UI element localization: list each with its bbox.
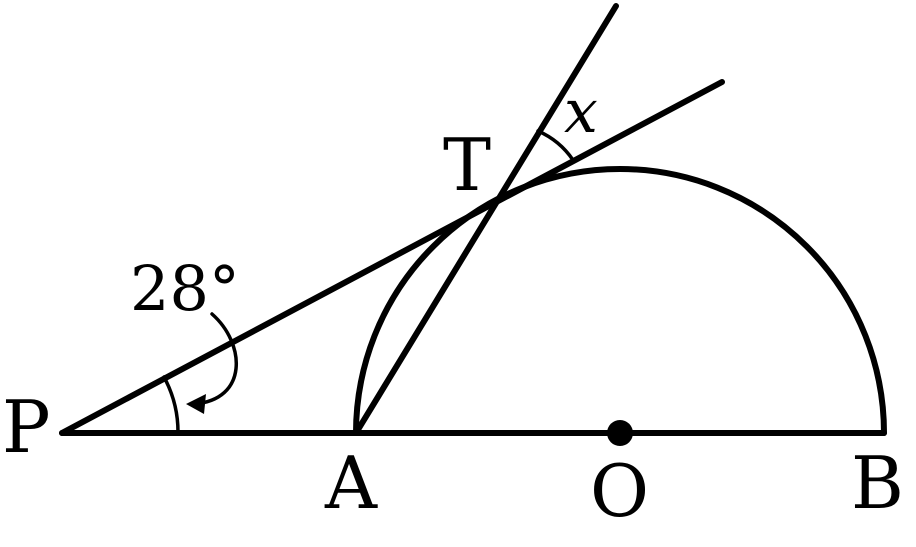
label-angle-28: 28° (130, 252, 240, 325)
angle-pointer-arrow (192, 312, 239, 406)
label-p: P (2, 385, 50, 469)
angle-arc-x (536, 129, 575, 162)
label-b: B (851, 441, 904, 525)
tangent-line-pt (59, 79, 725, 436)
line-at (353, 3, 619, 436)
label-t: T (443, 123, 491, 207)
semicircle (353, 166, 887, 436)
arrowhead (186, 394, 206, 414)
angle-arc-p (162, 375, 180, 435)
label-o: O (590, 449, 649, 533)
label-a: A (324, 441, 378, 525)
label-angle-x: x (564, 77, 598, 147)
center-point-o (607, 420, 633, 446)
